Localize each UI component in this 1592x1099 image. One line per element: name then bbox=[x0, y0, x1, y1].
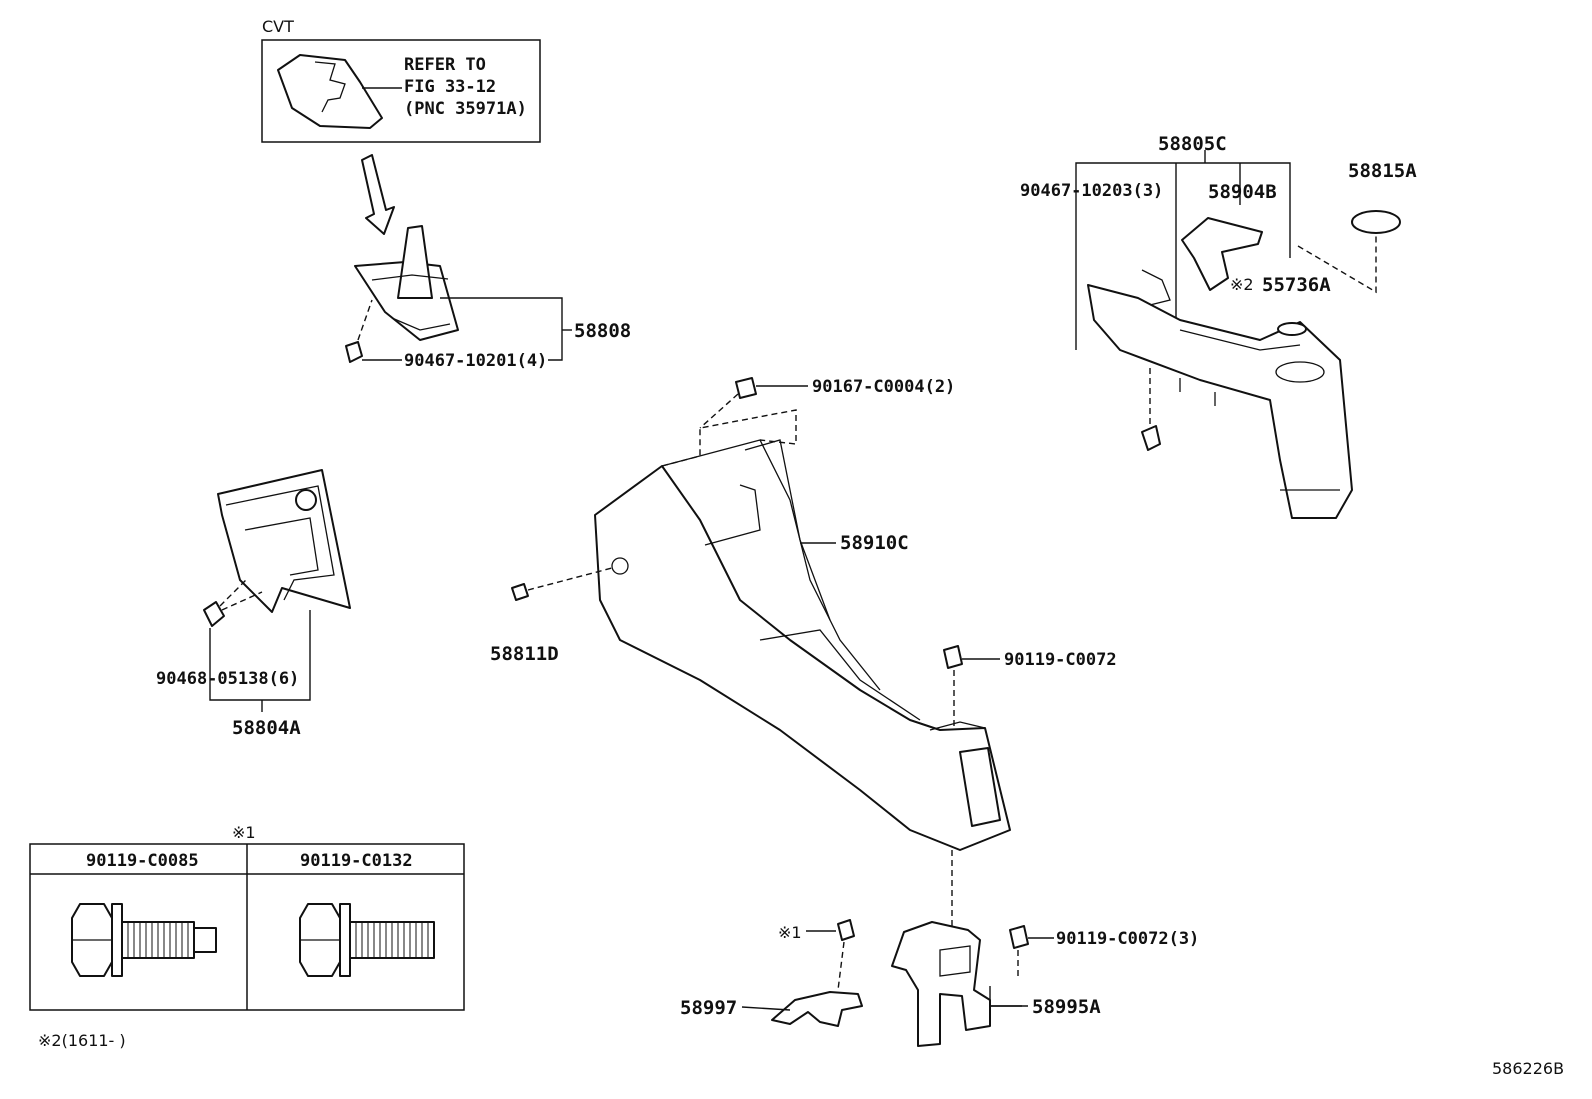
bolt-table: ※1 90119-C0085 90119-C0132 bbox=[29, 823, 465, 1011]
table-header-2: 90119-C0132 bbox=[300, 851, 413, 871]
shift-panel-body bbox=[217, 469, 351, 613]
shift-panel-58804a: 90468-05138(6) 58804A bbox=[156, 469, 351, 739]
insert-58904b bbox=[1181, 217, 1263, 291]
bracket-58997: ※1 58997 bbox=[680, 919, 863, 1027]
label-90467-10201: 90467-10201(4) bbox=[404, 351, 547, 371]
clip-90467-10201 bbox=[345, 341, 363, 363]
bolt-90119-c0085-icon bbox=[71, 903, 217, 977]
table-header-1: 90119-C0085 bbox=[86, 851, 199, 871]
upper-console-body bbox=[1087, 284, 1353, 519]
label-58995a: 58995A bbox=[1032, 996, 1101, 1018]
down-arrow-icon bbox=[361, 154, 395, 235]
label-90467-10203: 90467-10203(3) bbox=[1020, 181, 1163, 201]
refer-line-3: (PNC 35971A) bbox=[404, 99, 527, 119]
clip-90468-05138 bbox=[203, 601, 225, 627]
refer-line-1: REFER TO bbox=[404, 55, 486, 75]
label-58904b: 58904B bbox=[1208, 181, 1277, 203]
label-90119-c0072-3: 90119-C0072(3) bbox=[1056, 929, 1199, 949]
bracket-58995a-body bbox=[891, 921, 991, 1047]
cvt-reference-box bbox=[261, 39, 541, 143]
pad-55736a bbox=[1277, 322, 1307, 336]
bracket-58995a: 90119-C0072(3) 58995A bbox=[891, 921, 1199, 1047]
panel-hole bbox=[295, 489, 317, 511]
figure-id: 586226B bbox=[1492, 1059, 1564, 1078]
label-58805c: 58805C bbox=[1158, 133, 1227, 155]
table-mark-1: ※1 bbox=[232, 823, 256, 842]
console-body bbox=[594, 465, 1011, 851]
clip-90467-10203 bbox=[1141, 425, 1161, 451]
cvt-reference: CVT REFER TO FIG 33-12 (PNC 35971A) bbox=[261, 17, 541, 143]
label-58804a: 58804A bbox=[232, 717, 301, 739]
upper-console-58805c: 58805C 90467-10203(3) 58904B ※2 55736A 5… bbox=[1020, 133, 1417, 519]
clip-58811d bbox=[511, 583, 529, 601]
label-58910c: 58910C bbox=[840, 532, 909, 554]
console-box-58910c: 90167-C0004(2) 58910C 58811D 90119-C0072 bbox=[490, 377, 1117, 930]
bolt-90119-c0132-icon bbox=[299, 903, 435, 977]
label-58815a: 58815A bbox=[1348, 160, 1417, 182]
label-90167-c0004: 90167-C0004(2) bbox=[812, 377, 955, 397]
label-90468-05138: 90468-05138(6) bbox=[156, 669, 299, 689]
label-90119-c0072: 90119-C0072 bbox=[1004, 650, 1117, 670]
shift-boot-sleeve bbox=[397, 225, 433, 299]
bolt-90119-c0072 bbox=[943, 645, 963, 669]
refer-line-2: FIG 33-12 bbox=[404, 77, 496, 97]
mark-55736a: ※2 bbox=[1230, 275, 1254, 294]
shift-boot-58808: 58808 90467-10201(4) bbox=[345, 225, 631, 371]
console-rear-opening bbox=[959, 747, 1001, 827]
label-58997: 58997 bbox=[680, 997, 737, 1019]
bolt-90119-c0072-3 bbox=[1009, 925, 1029, 949]
screw-90167-c0004 bbox=[735, 377, 757, 399]
shift-gate-slot bbox=[314, 61, 346, 113]
cvt-label: CVT bbox=[262, 17, 294, 36]
label-58808: 58808 bbox=[574, 320, 631, 342]
cap-58815a bbox=[1351, 210, 1401, 234]
footnote-2: ※2(1611- ) bbox=[38, 1031, 126, 1050]
mark-58997: ※1 bbox=[778, 923, 802, 942]
label-58811d: 58811D bbox=[490, 643, 559, 665]
bolt-mark-1 bbox=[837, 919, 855, 941]
bracket-58997-body bbox=[771, 991, 863, 1027]
label-55736a: 55736A bbox=[1262, 274, 1331, 296]
shift-indicator-plate bbox=[277, 54, 383, 129]
